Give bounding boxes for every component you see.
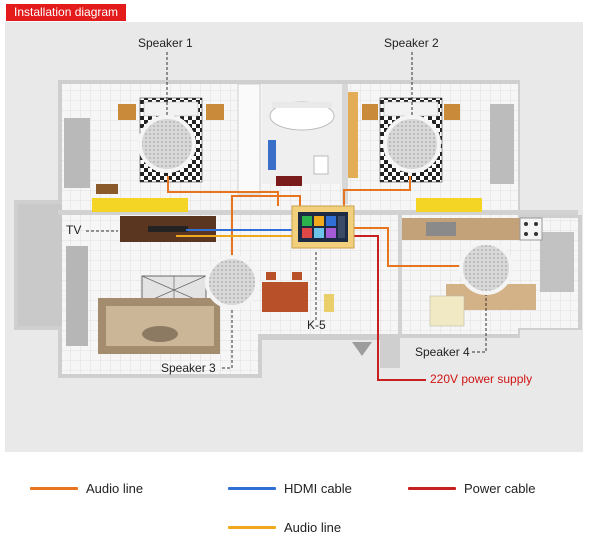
speaker-3	[205, 255, 259, 309]
legend-label: HDMI cable	[284, 481, 352, 496]
legend-swatch	[228, 487, 276, 490]
legend-hdmi-cable: HDMI cable	[228, 481, 352, 496]
tv-label: TV	[66, 223, 82, 237]
speaker-2	[383, 115, 441, 173]
k5-control-panel	[291, 205, 355, 249]
legend-audio-line-orange: Audio line	[30, 481, 143, 496]
speaker-1	[138, 115, 196, 173]
k5-label: K-5	[307, 318, 326, 332]
legend-audio-line-yellow: Audio line	[228, 520, 341, 535]
legend-label: Audio line	[284, 520, 342, 535]
legend-power-cable: Power cable	[408, 481, 536, 496]
legend-label: Audio line	[86, 481, 144, 496]
legend-swatch	[228, 526, 276, 529]
speaker-4	[459, 241, 513, 295]
speaker-3-label: Speaker 3	[161, 361, 216, 375]
legend-swatch	[408, 487, 456, 490]
legend-label: Power cable	[464, 481, 536, 496]
power-supply-label: 220V power supply	[430, 372, 533, 386]
legend-swatch	[30, 487, 78, 490]
cables	[167, 176, 460, 381]
speaker-1-label: Speaker 1	[138, 36, 193, 50]
diagram-title-tag: Installation diagram	[6, 4, 127, 21]
leader-lines	[86, 52, 487, 369]
speaker-2-label: Speaker 2	[384, 36, 439, 50]
speaker-4-label: Speaker 4	[415, 345, 470, 359]
